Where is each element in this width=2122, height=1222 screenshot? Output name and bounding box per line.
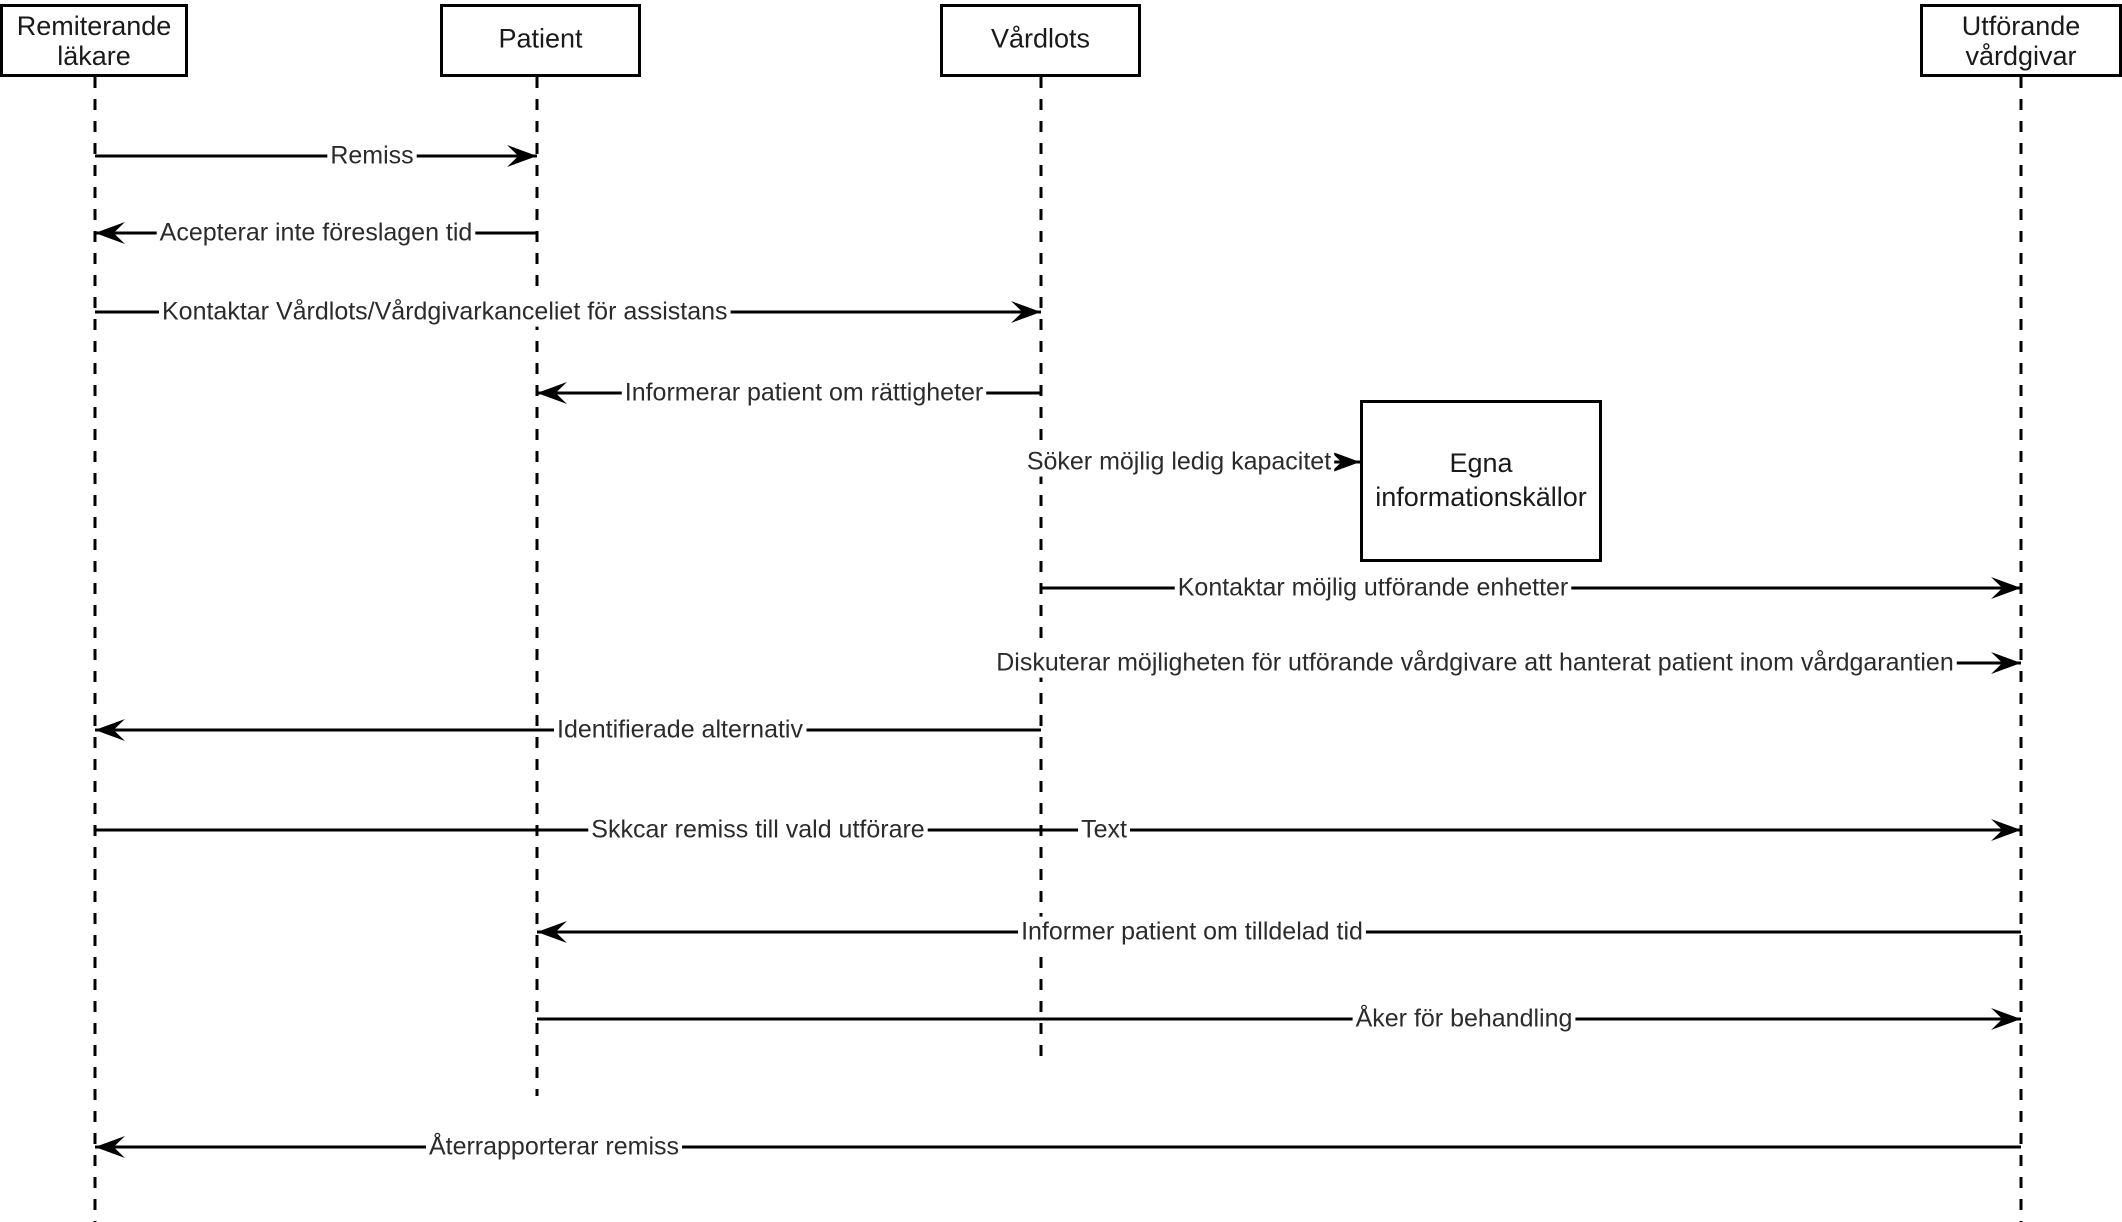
message-label-group-m11: Åker för behandling (1352, 1001, 1576, 1034)
message-label-m6: Kontaktar möjlig utförande enhetter (1178, 574, 1569, 602)
message-label-m9b: Text (1081, 816, 1127, 844)
message-label-group-m7: Diskuterar möjligheten för utförande vår… (993, 647, 1957, 678)
message-m11[interactable] (537, 1008, 2021, 1030)
message-m9[interactable] (95, 819, 2021, 841)
message-label-backing-m12 (425, 1129, 683, 1162)
arrow-head-m9 (1991, 819, 2021, 841)
arrow-head-m8 (95, 719, 125, 741)
message-label-group-m6: Kontaktar möjlig utförande enhetter (1174, 572, 1572, 603)
participant-box-utforande[interactable] (1920, 4, 2122, 77)
message-label-group-m9: Skkcar remiss till vald utförare (588, 814, 928, 845)
message-label-m8: Identifierade alternativ (557, 716, 803, 744)
entity-box-label-egna-kallor: Egna (1449, 448, 1513, 478)
message-m1[interactable] (95, 145, 537, 167)
participant-vardlots[interactable]: Vårdlots (940, 4, 1141, 77)
message-label-backing-m9 (588, 814, 928, 845)
participant-box-patient[interactable] (440, 4, 641, 77)
participant-box-vardlots[interactable] (940, 4, 1141, 77)
message-m12[interactable] (95, 1136, 2021, 1158)
arrow-head-m5 (1330, 451, 1360, 473)
message-label-group-m1: Remiss (327, 140, 417, 171)
message-label-backing-m10 (1018, 916, 1366, 947)
message-label-backing-m1 (327, 140, 417, 171)
participant-label-remitterande: Remiterande (17, 11, 172, 41)
entity-box-label2-egna-kallor: informationskällor (1375, 482, 1587, 512)
entity-box-rect-egna-kallor[interactable] (1360, 400, 1602, 562)
message-label-backing-m7 (993, 647, 1957, 678)
arrow-head-m4 (537, 382, 567, 404)
arrow-head-right-m7 (1991, 652, 2021, 674)
arrow-head-m11 (1991, 1008, 2021, 1030)
message-label-m7: Diskuterar möjligheten för utförande vår… (996, 649, 1953, 677)
participant-label-patient: Patient (498, 24, 583, 54)
participant-label2-utforande: vårdgivar (1965, 41, 2076, 71)
participant-label2-remitterande: läkare (57, 41, 131, 71)
message-label-group-m2: Acepterar inte föreslagen tid (156, 217, 476, 248)
extra-boxes-layer: Egna informationskällor (1360, 400, 1602, 562)
arrow-head-m10 (537, 921, 567, 943)
message-label-group-m5: Söker möjlig ledig kapacitet (1023, 446, 1335, 477)
message-label-m2: Acepterar inte föreslagen tid (160, 219, 473, 247)
message-label-m3: Kontaktar Vårdlots/Vårdgivarkanceliet fö… (162, 298, 728, 326)
participant-patient[interactable]: Patient (440, 4, 641, 77)
message-label-m5: Söker möjlig ledig kapacitet (1027, 448, 1331, 476)
arrow-head-m12 (95, 1136, 125, 1158)
message-label-group-m10: Informer patient om tilldelad tid (1018, 916, 1366, 947)
message-label-m12: Återrapporterar remiss (429, 1131, 679, 1161)
message-label-group-m9b: Text (1078, 814, 1130, 845)
message-label-backing-m2 (156, 217, 476, 248)
participant-label-utforande: Utförande (1962, 11, 2081, 41)
message-label-backing-m9b (1078, 814, 1130, 845)
message-label-backing-m5 (1023, 446, 1335, 477)
message-label-group-m3: Kontaktar Vårdlots/Vårdgivarkanceliet fö… (159, 296, 731, 327)
arrow-head-m1 (507, 145, 537, 167)
lifelines-layer (93, 77, 2023, 1222)
message-label-backing-m11 (1352, 1001, 1576, 1034)
arrow-head-m3 (1011, 301, 1041, 323)
arrow-head-m6 (1991, 577, 2021, 599)
message-label-m4: Informerar patient om rättigheter (625, 379, 984, 407)
message-label-group-m8: Identifierade alternativ (554, 714, 807, 745)
message-label-m9: Skkcar remiss till vald utförare (591, 816, 924, 844)
message-label-group-m4: Informerar patient om rättigheter (621, 377, 987, 408)
message-label-backing-m3 (159, 296, 731, 327)
entity-box-egna-kallor[interactable]: Egna informationskällor (1360, 400, 1602, 562)
participant-label-vardlots: Vårdlots (991, 24, 1090, 54)
message-label-m11: Åker för behandling (1356, 1003, 1573, 1033)
message-label-m10: Informer patient om tilldelad tid (1021, 918, 1363, 946)
message-label-backing-m4 (621, 377, 987, 408)
message-label-m1: Remiss (330, 142, 413, 170)
participant-box-remitterande[interactable] (0, 4, 188, 77)
message-label-group-m12: Återrapporterar remiss (425, 1129, 683, 1162)
arrow-head-m2 (95, 222, 125, 244)
message-label-backing-m8 (554, 714, 807, 745)
message-label-backing-m6 (1174, 572, 1572, 603)
